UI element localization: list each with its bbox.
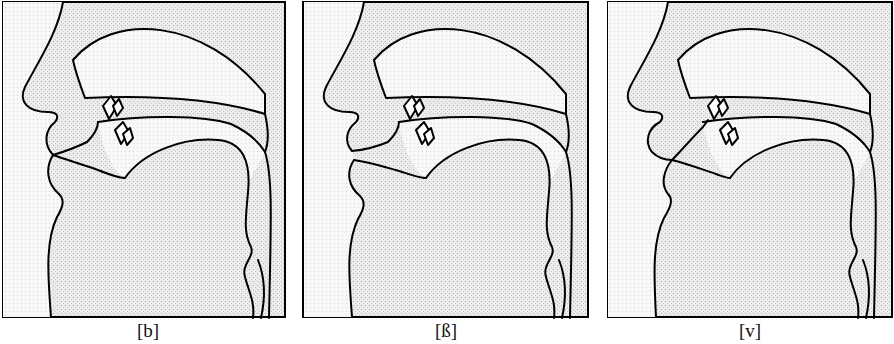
phonetic-symbol: [v] <box>739 321 761 340</box>
phonetic-symbol: [b] <box>137 321 159 340</box>
phonetic-symbol: [ß] <box>435 321 457 340</box>
